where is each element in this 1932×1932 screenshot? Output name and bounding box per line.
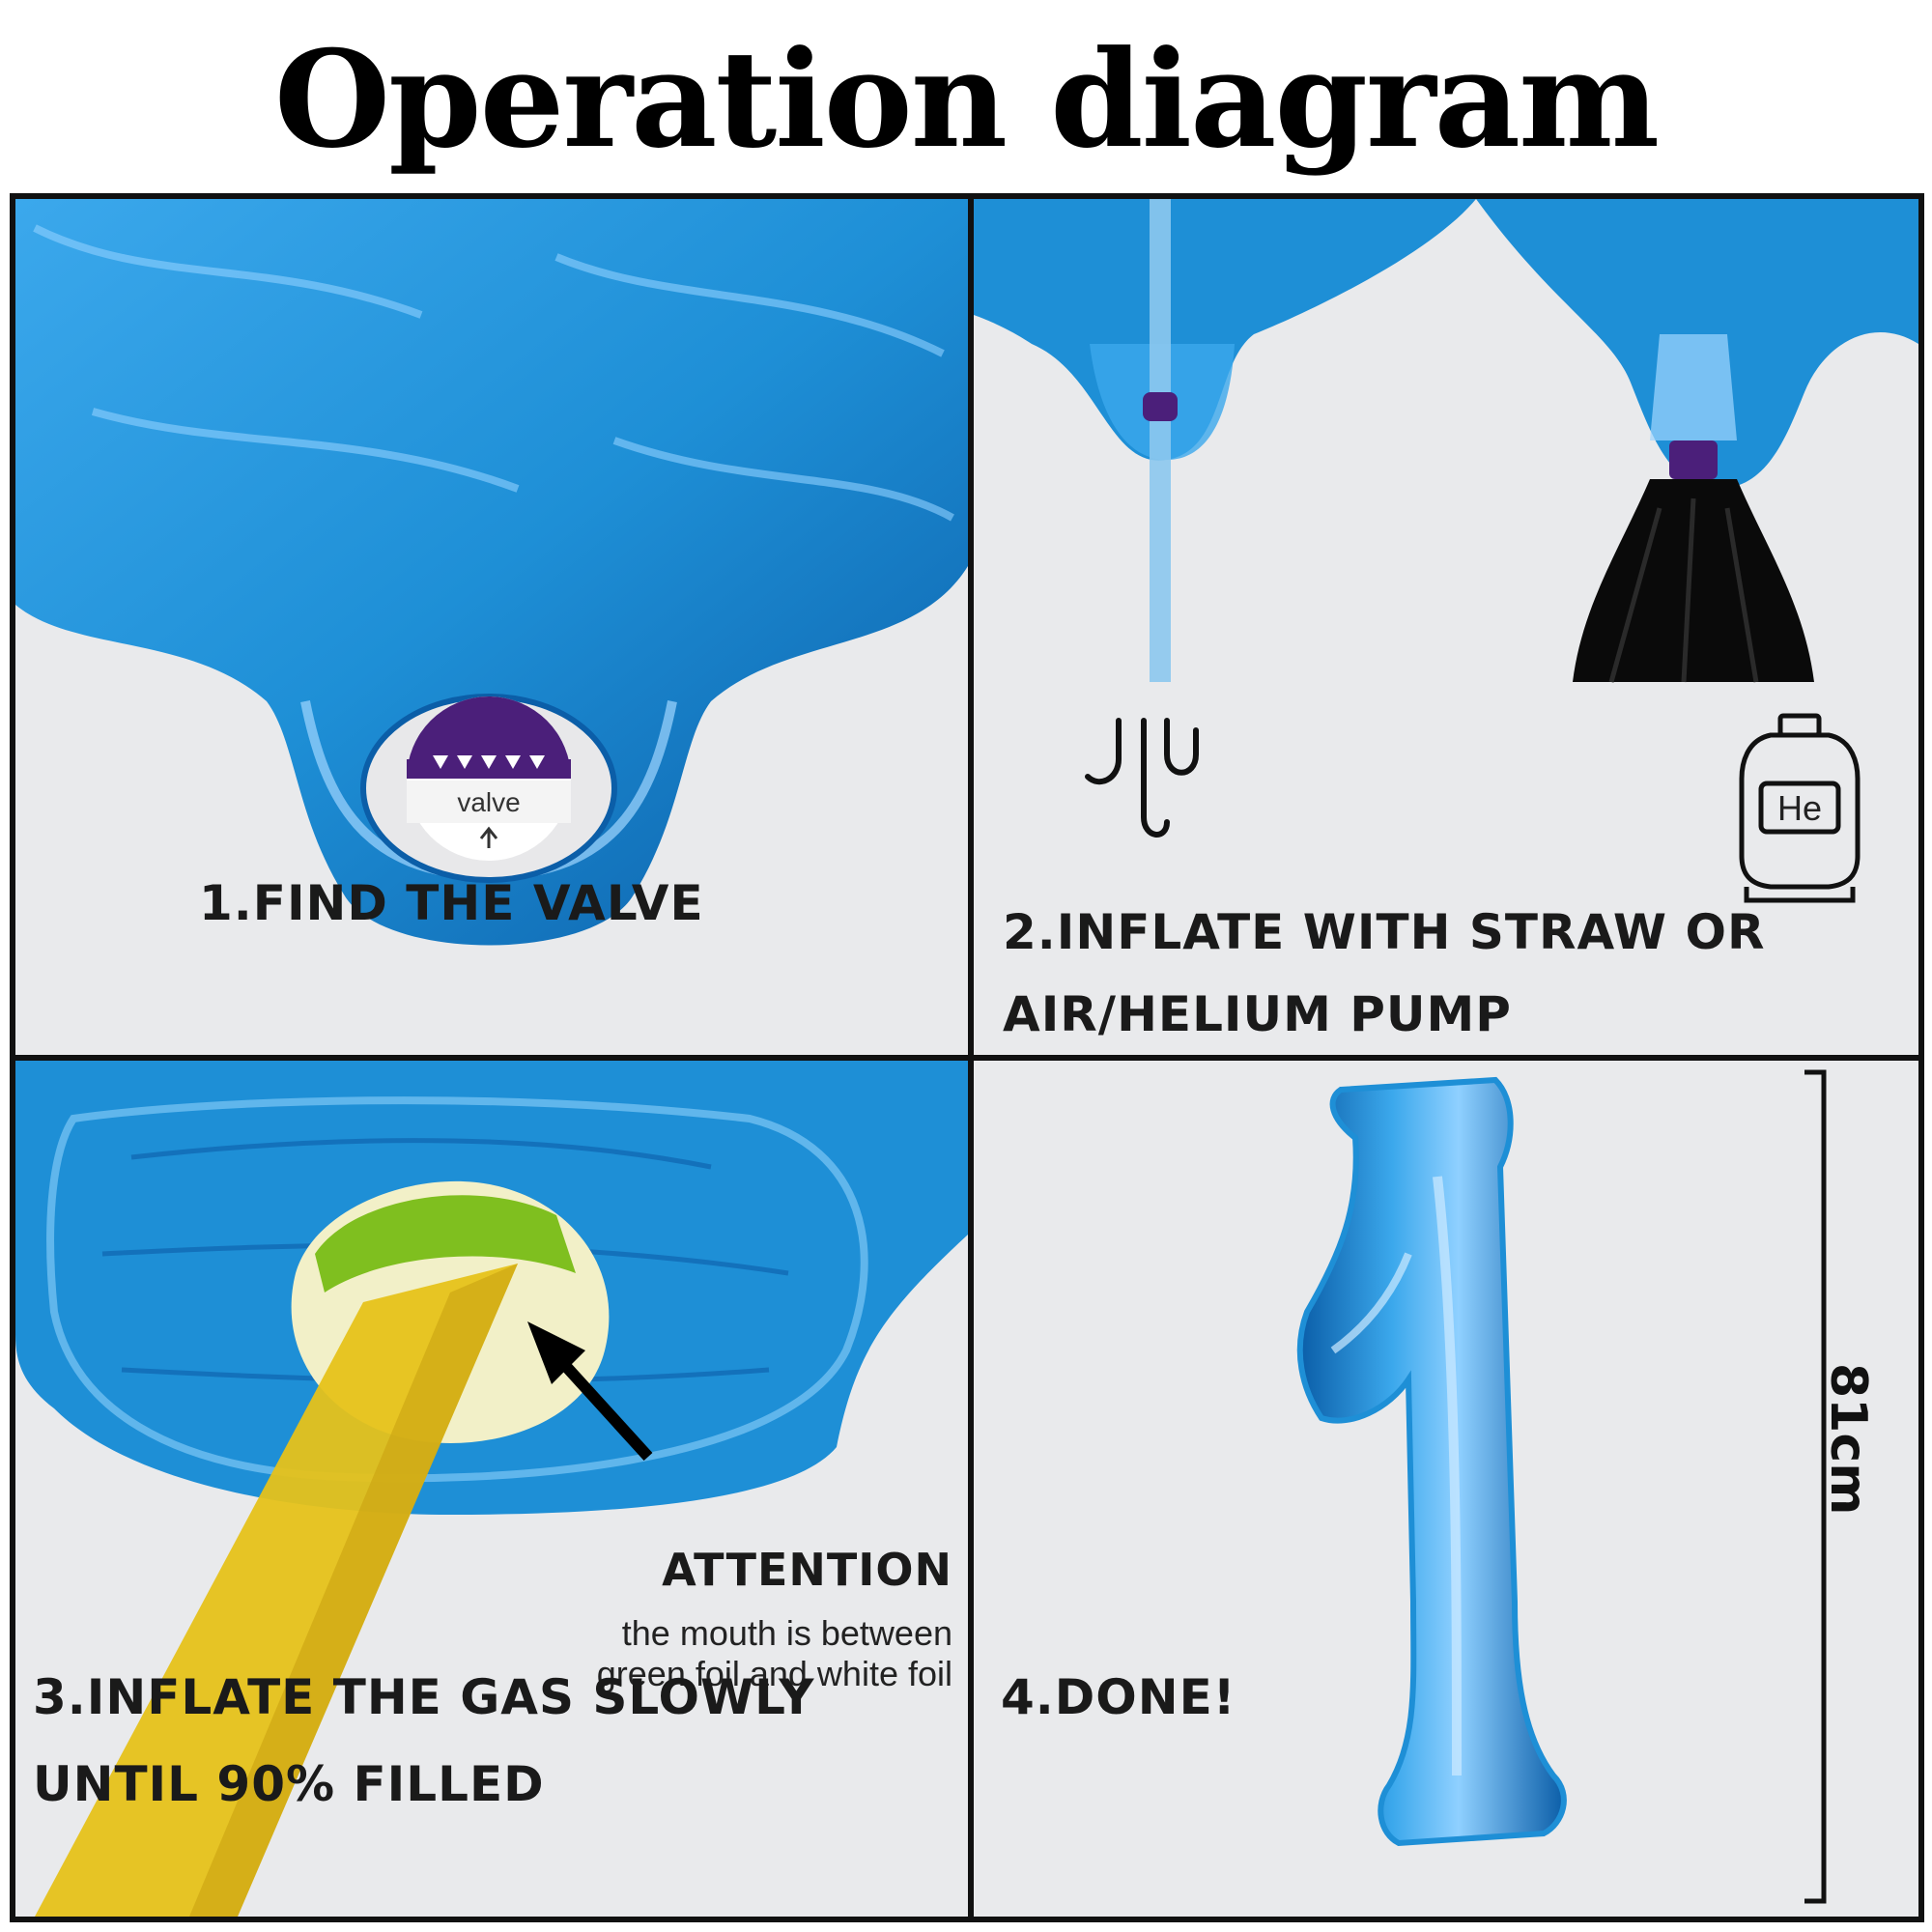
helium-tank-icon <box>1739 713 1861 903</box>
panel-find-valve: valve 1.FIND THE VALVE <box>15 199 968 1055</box>
step3-label-line2: UNTIL 90% FILLED <box>33 1756 545 1812</box>
straw-in-valve-illustration <box>15 1061 968 1917</box>
straw-icon <box>1085 718 1199 838</box>
dimension-label: 81cm <box>1819 1363 1877 1516</box>
page-title: Operation diagram <box>273 20 1660 178</box>
step1-label: 1.FIND THE VALVE <box>199 875 704 931</box>
inflate-options-illustration: He <box>974 199 1918 903</box>
number-one-foil <box>1296 1076 1567 1847</box>
step3-label-line1: 3.INFLATE THE GAS SLOWLY <box>33 1669 815 1725</box>
balloon-foil <box>15 199 968 946</box>
step4-label: 4.DONE! <box>1001 1669 1236 1725</box>
valve-label: valve <box>457 787 520 817</box>
attention-line2: green foil and white foil <box>596 1654 952 1693</box>
attention-title: ATTENTION <box>662 1544 952 1596</box>
panel-done: 4.DONE! <box>974 1061 1918 1917</box>
step2-label-line1: 2.INFLATE WITH STRAW OR <box>1003 904 1766 960</box>
dimension-bracket <box>1804 1069 1827 1904</box>
attention-note: the mouth is between green foil and whit… <box>498 1613 952 1694</box>
divider-horizontal <box>15 1055 1918 1061</box>
panel-inflate-options: He 2.INFLATE WITH STRAW OR AIR/HELIUM PU… <box>974 199 1918 1055</box>
panel-inflate-slowly: ATTENTION the mouth is between green foi… <box>15 1061 968 1917</box>
arrow-icon <box>527 1321 653 1462</box>
balloon-valve-illustration: valve <box>15 199 968 946</box>
balloon-foil-left <box>974 199 1476 461</box>
helium-label: He <box>1777 788 1822 828</box>
attention-line1: the mouth is between <box>621 1613 952 1653</box>
straw <box>1150 199 1171 682</box>
step2-label-line2: AIR/HELIUM PUMP <box>1003 986 1512 1042</box>
instruction-grid: valve 1.FIND THE VALVE <box>10 193 1924 1922</box>
number-one-balloon <box>1296 1069 1827 1904</box>
pump-nozzle <box>1573 479 1814 682</box>
